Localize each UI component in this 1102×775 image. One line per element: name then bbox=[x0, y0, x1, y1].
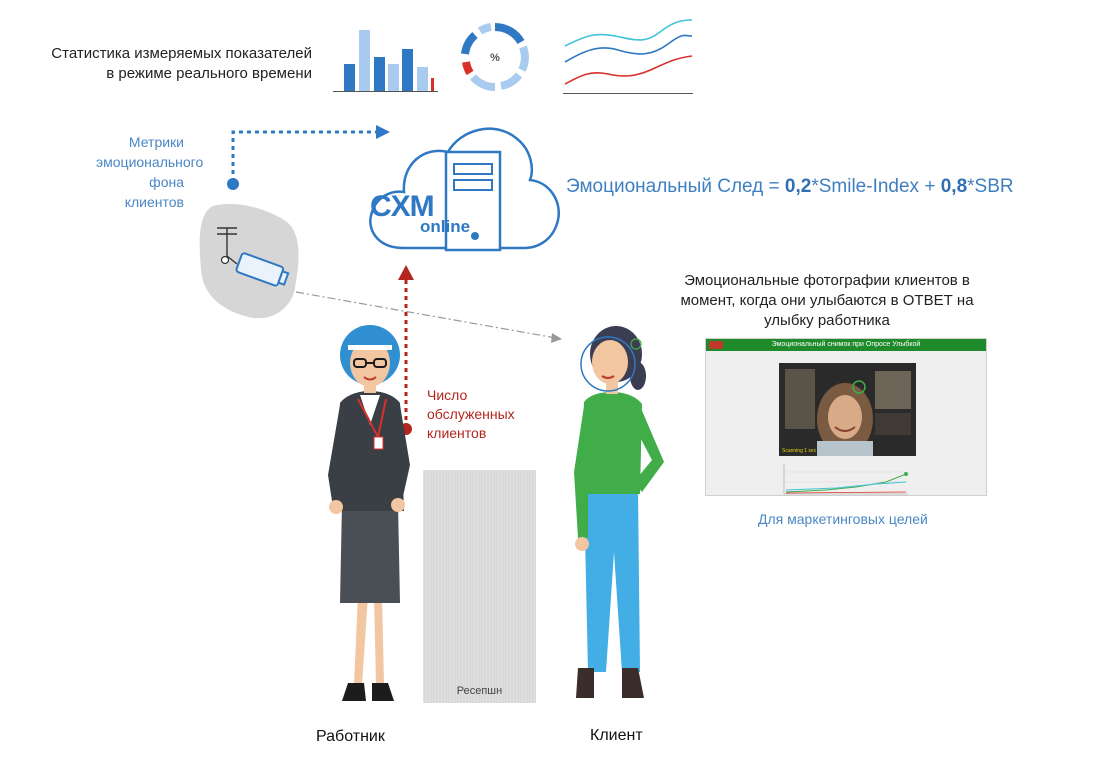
emotional-photos-description: Эмоциональные фотографии клиентов в моме… bbox=[655, 271, 999, 331]
served-line1: Число bbox=[427, 387, 468, 403]
served-line2: обслуженных bbox=[427, 406, 515, 422]
emotional-trace-formula: Эмоциональный След = 0,2*Smile-Index + 0… bbox=[566, 176, 1014, 198]
photos-line1: Эмоциональные фотографии клиентов в bbox=[684, 272, 970, 289]
emotional-metrics-line3: клиентов bbox=[124, 194, 184, 210]
screen-caption: Scanning 1 sec bbox=[782, 448, 817, 454]
smiling-customer-image: Scanning 1 sec bbox=[779, 363, 916, 456]
donut-chart-icon: % bbox=[461, 22, 529, 91]
emotional-metrics-label: Метрики эмоционального фона клиентов bbox=[96, 132, 204, 212]
line-chart-icon bbox=[563, 19, 693, 94]
emotional-metrics-line1: Метрики bbox=[128, 134, 184, 150]
formula-term1: *Smile-Index + bbox=[811, 176, 941, 197]
cxm-logo-main: CXM bbox=[370, 190, 435, 223]
cloud-server-icon bbox=[369, 127, 561, 252]
marketing-label: Для маркетинговых целей bbox=[758, 511, 928, 527]
served-customers-label: Число обслуженных клиентов bbox=[427, 386, 515, 443]
metrics-dot bbox=[227, 178, 239, 190]
formula-prefix: Эмоциональный След = bbox=[566, 176, 785, 197]
reception-label: Ресепшн bbox=[456, 685, 503, 697]
screen-mini-chart bbox=[783, 464, 908, 495]
photos-line2: момент, когда они улыбаются в ОТВЕТ на bbox=[680, 292, 974, 309]
screen-title: Эмоциональный снимок при Опросе Улыбкой bbox=[706, 339, 986, 351]
emotional-snapshot-screen: Эмоциональный снимок при Опросе Улыбкой … bbox=[705, 338, 987, 496]
camera-icon bbox=[199, 203, 299, 319]
bar-chart-icon bbox=[333, 30, 438, 92]
emotional-metrics-line2: эмоционального фона bbox=[96, 154, 204, 190]
formula-term2: *SBR bbox=[967, 176, 1014, 197]
realtime-stats-line2: в режиме реального времени bbox=[106, 65, 312, 82]
photos-line3: улыбку работника bbox=[764, 312, 890, 329]
realtime-stats-label: Статистика измеряемых показателей в режи… bbox=[30, 44, 312, 84]
camera-view-line bbox=[295, 291, 557, 339]
worker-figure bbox=[328, 325, 410, 701]
realtime-stats-line1: Статистика измеряемых показателей bbox=[51, 45, 312, 62]
face-scan-icon bbox=[580, 336, 636, 392]
worker-label: Работник bbox=[316, 728, 385, 745]
donut-percent-symbol: % bbox=[490, 52, 500, 64]
cxm-logo-sub: online bbox=[420, 217, 471, 236]
reception-desk: Ресепшн bbox=[423, 470, 536, 703]
formula-coef2: 0,8 bbox=[940, 176, 968, 197]
metrics-arrow bbox=[231, 130, 380, 182]
camera-view-arrowhead bbox=[551, 333, 562, 343]
client-figure bbox=[574, 326, 664, 698]
screen-logo-badge bbox=[709, 341, 723, 349]
formula-coef1: 0,2 bbox=[784, 176, 812, 197]
customer-photo: Scanning 1 sec bbox=[779, 363, 916, 456]
client-label: Клиент bbox=[590, 727, 643, 744]
metrics-arrowhead bbox=[376, 125, 390, 139]
served-line3: клиентов bbox=[427, 425, 487, 441]
served-arrowhead bbox=[398, 265, 414, 280]
